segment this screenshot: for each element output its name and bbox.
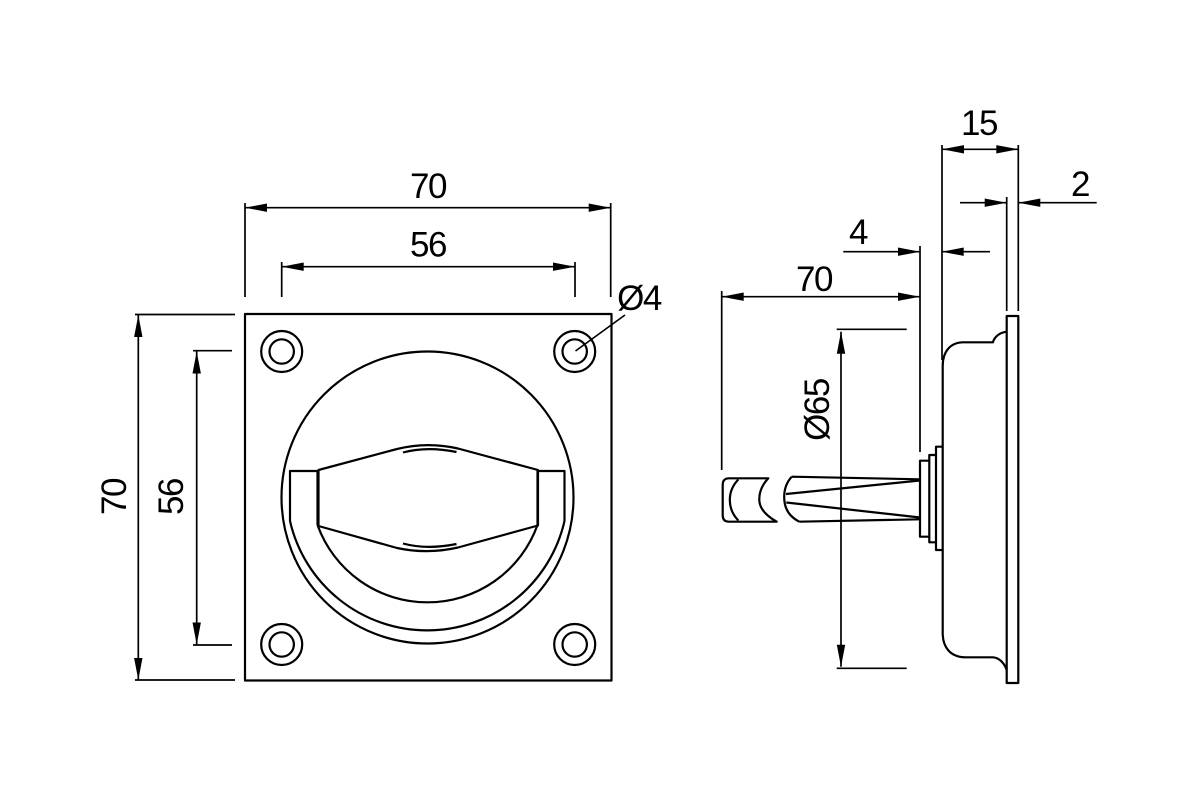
dim-text: 4 xyxy=(849,213,868,252)
screw-hole-inner-circle xyxy=(268,631,295,658)
side-plate-profile xyxy=(1005,314,1020,685)
recess-cup-profile xyxy=(941,330,1008,671)
dim-text: 56 xyxy=(152,479,191,515)
dim-lines xyxy=(720,291,920,470)
dim-front-hole-pitch-horizontal: 56 xyxy=(280,226,576,297)
dim-text: 56 xyxy=(410,226,446,265)
dim-text: 2 xyxy=(1071,165,1089,204)
arrowheads xyxy=(721,292,920,301)
turn-knob-outline xyxy=(317,444,540,553)
dim-side-handle-length: 70 xyxy=(720,260,920,470)
screw-hole-outer-circle xyxy=(260,329,304,374)
arrowheads xyxy=(942,145,1019,154)
screw-hole-inner-circle xyxy=(561,631,588,658)
screw-hole-inner-circle xyxy=(268,338,295,365)
callout-hole-diameter: Ø4 xyxy=(575,279,663,352)
bail-inner-arc xyxy=(316,524,539,604)
dim-lines xyxy=(836,328,907,670)
dim-lines xyxy=(244,203,612,297)
dim-lines xyxy=(960,197,1097,311)
dim-text: 70 xyxy=(410,167,447,206)
recess-rim-circle xyxy=(280,350,575,645)
screw-hole-outer-circle xyxy=(553,622,597,667)
front-view xyxy=(243,312,613,682)
arrowheads xyxy=(984,198,1041,207)
dim-front-hole-pitch-vertical: 56 xyxy=(152,349,232,646)
bail-left-lug xyxy=(288,469,319,525)
dim-side-recess-diameter: Ø65 xyxy=(798,328,907,670)
leader-line xyxy=(575,314,626,352)
side-view xyxy=(721,314,1020,685)
face-plate-outline xyxy=(243,312,613,682)
arrowheads xyxy=(898,247,964,256)
dim-front-width: 70 xyxy=(244,167,612,297)
dim-lines xyxy=(193,349,232,646)
screw-hole-outer-circle xyxy=(553,329,597,374)
bail-right-lug xyxy=(536,469,566,525)
dim-lines xyxy=(135,313,235,681)
screw-hole-top-left xyxy=(260,329,304,374)
spindle-boss-steps xyxy=(918,445,943,552)
screw-hole-inner-circle xyxy=(561,338,588,365)
screw-hole-bottom-left xyxy=(260,622,304,667)
dim-text: Ø4 xyxy=(617,279,662,318)
dim-text: 70 xyxy=(95,478,134,515)
handle-lever-profile xyxy=(783,475,921,523)
dim-side-boss-depth: 4 xyxy=(843,213,990,452)
knob-ridge-top xyxy=(402,448,457,454)
screw-hole-outer-circle xyxy=(260,622,304,667)
knob-ridge-bottom xyxy=(402,542,457,548)
dim-front-height: 70 xyxy=(95,313,235,681)
dim-text: 15 xyxy=(961,104,997,143)
dim-text: Ø65 xyxy=(798,379,837,441)
handle-tip-profile xyxy=(721,477,778,523)
screw-hole-bottom-right xyxy=(553,622,597,667)
dim-side-plate-thickness: 2 xyxy=(960,165,1097,311)
screw-hole-top-right xyxy=(553,329,597,374)
dim-lines xyxy=(280,262,576,297)
dim-text: 70 xyxy=(796,260,833,299)
dim-lines xyxy=(843,246,990,452)
bail-outer-arc xyxy=(288,520,566,632)
